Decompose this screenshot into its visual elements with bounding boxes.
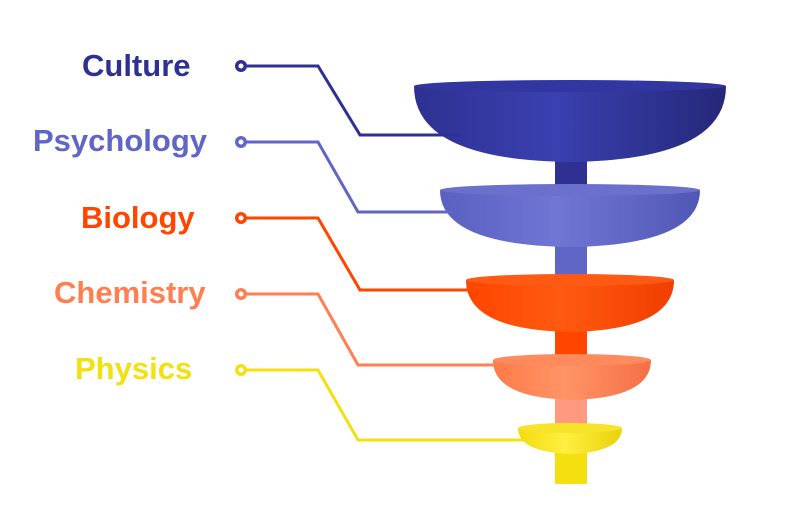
connector-chemistry <box>235 288 505 367</box>
bowl-psychology <box>440 184 700 247</box>
label-culture: Culture <box>82 48 191 83</box>
connector-biology <box>235 212 475 292</box>
label-psychology: Psychology <box>33 123 207 158</box>
label-physics: Physics <box>75 351 193 386</box>
bowl-culture <box>414 80 726 162</box>
bowl-chemistry <box>493 354 651 400</box>
bowl-physics <box>518 423 622 454</box>
connector-psychology <box>235 136 452 214</box>
connector-physics <box>235 364 528 442</box>
label-chemistry: Chemistry <box>54 275 206 310</box>
connector-culture <box>235 60 460 137</box>
label-biology: Biology <box>81 200 195 235</box>
bowl-biology <box>466 274 674 332</box>
